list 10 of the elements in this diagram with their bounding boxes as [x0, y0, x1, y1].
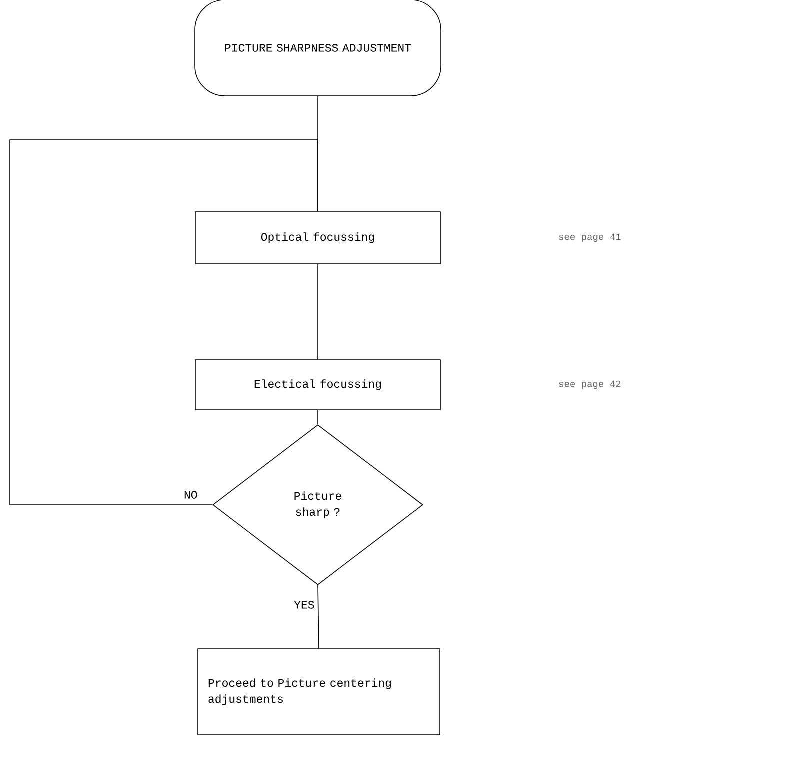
process-box: Proceed to Picture centering adjustments — [198, 648, 440, 736]
edge-label: YES — [294, 601, 314, 609]
connector-line — [318, 585, 320, 649]
process-box: Optical focussing — [195, 212, 441, 264]
page-reference: see page 42 — [559, 380, 621, 390]
process-box: Electical focussing — [195, 360, 441, 410]
connector-line — [10, 140, 318, 506]
terminal-box: PICTURE SHARPNESS ADJUSTMENT — [194, 0, 442, 96]
edge-label: NO — [184, 491, 198, 499]
page-reference: see page 41 — [559, 234, 621, 242]
